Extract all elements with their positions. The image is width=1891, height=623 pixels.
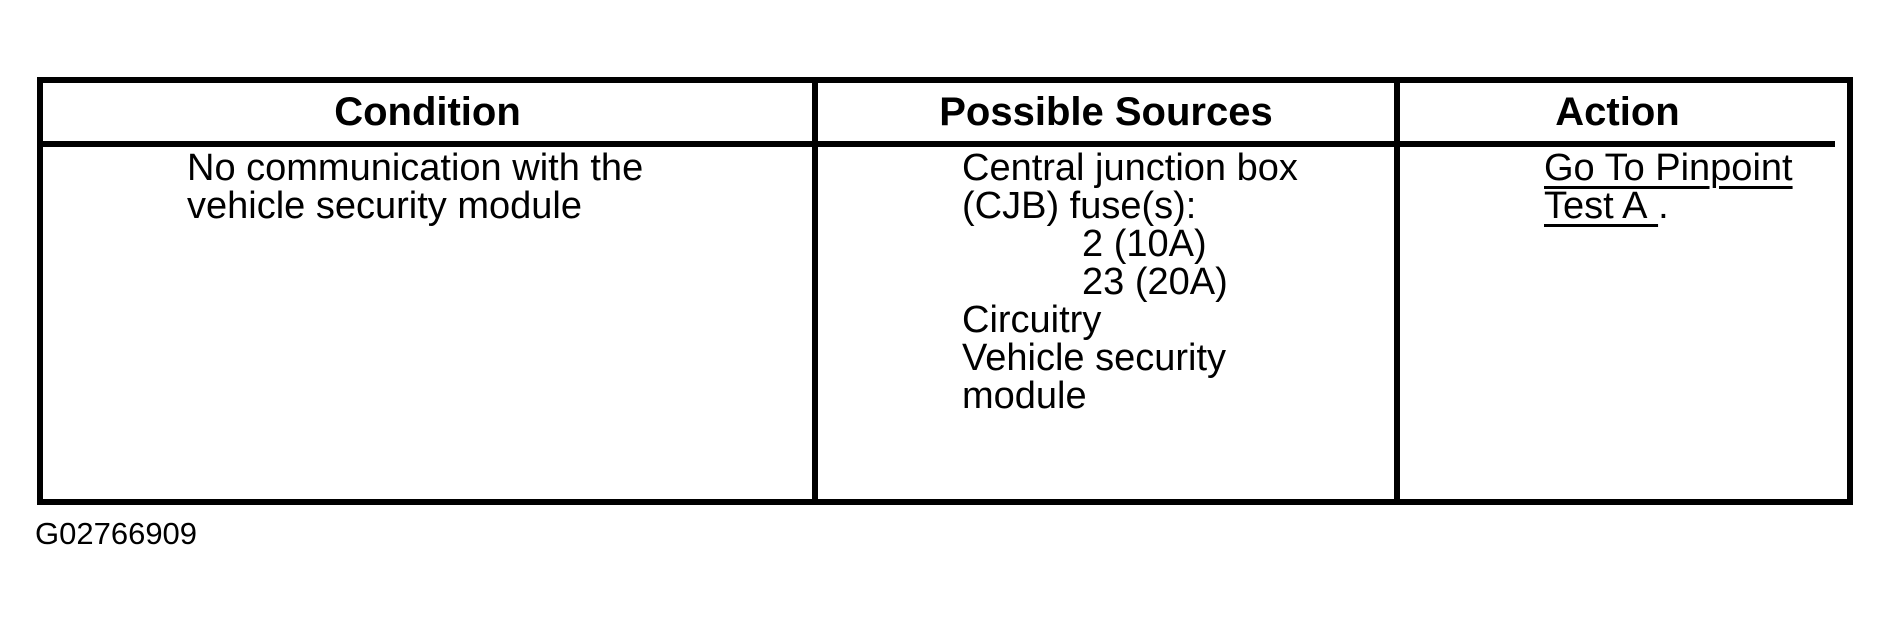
list-item: No communication with the vehicle securi… xyxy=(43,149,812,225)
fuse-item-text: 23 (20A) xyxy=(1082,261,1228,303)
column-header-action-label: Action xyxy=(1555,89,1680,134)
action-item-suffix: . xyxy=(1658,185,1669,227)
list-item: Go To Pinpoint Test A . xyxy=(1400,149,1835,225)
source-item-text: Circuitry xyxy=(962,299,1102,341)
figure-id: G02766909 xyxy=(35,516,198,551)
sub-list-item: 23 (20A) xyxy=(962,263,1342,301)
list-item: Circuitry xyxy=(818,301,1394,339)
column-header-possible-sources-label: Possible Sources xyxy=(939,89,1273,134)
source-item-text: Vehicle security module xyxy=(962,337,1227,417)
condition-item-text: No communication with the vehicle securi… xyxy=(187,147,644,227)
source-item: Central junction box (CJB) fuse(s): 2 (1… xyxy=(962,149,1342,301)
action-cell: Go To Pinpoint Test A . xyxy=(1394,147,1835,499)
diagnostic-table: Condition Possible Sources Action No com… xyxy=(37,77,1853,505)
column-header-condition: Condition xyxy=(43,83,812,147)
action-item: Go To Pinpoint Test A . xyxy=(1544,149,1835,225)
source-item-text: Central junction box (CJB) fuse(s): xyxy=(962,147,1298,227)
column-header-condition-label: Condition xyxy=(334,89,521,134)
sub-list-item: 2 (10A) xyxy=(962,225,1342,263)
column-header-possible-sources: Possible Sources xyxy=(812,83,1394,147)
list-item: Central junction box (CJB) fuse(s): 2 (1… xyxy=(818,149,1394,301)
condition-cell: No communication with the vehicle securi… xyxy=(43,147,812,499)
possible-sources-cell: Central junction box (CJB) fuse(s): 2 (1… xyxy=(812,147,1394,499)
list-item: Vehicle security module xyxy=(818,339,1394,415)
column-header-action: Action xyxy=(1394,83,1835,147)
fuse-item-text: 2 (10A) xyxy=(1082,223,1207,265)
pinpoint-test-link[interactable]: Go To Pinpoint Test A xyxy=(1544,147,1793,227)
